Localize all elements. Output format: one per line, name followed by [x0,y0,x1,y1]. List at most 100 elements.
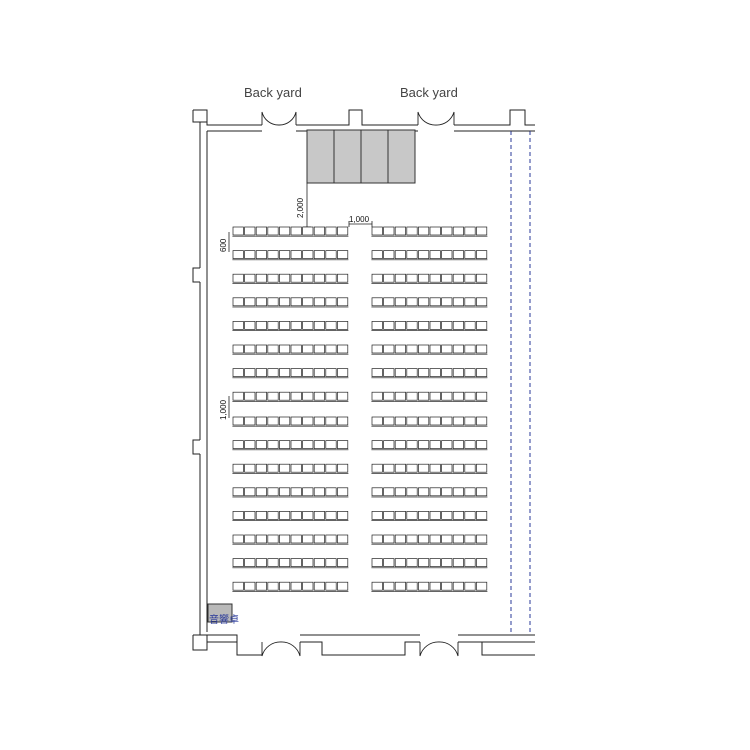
seat[interactable] [394,581,407,592]
seat[interactable] [313,297,326,308]
seat[interactable] [267,440,279,451]
seat[interactable] [383,344,395,355]
seat[interactable] [383,463,395,474]
seat[interactable] [464,226,476,237]
seat[interactable] [290,273,302,284]
seat[interactable] [464,581,476,592]
seat[interactable] [452,487,465,498]
seat[interactable] [475,581,488,592]
seat[interactable] [475,226,488,237]
seat[interactable] [464,558,476,569]
seat[interactable] [232,534,244,545]
seat[interactable] [383,368,395,379]
seat[interactable] [325,391,337,402]
seat[interactable] [255,487,268,498]
seat[interactable] [475,463,488,474]
seat[interactable] [452,511,465,521]
seat[interactable] [429,511,441,521]
seat[interactable] [302,558,314,569]
seat[interactable] [452,534,465,545]
seat[interactable] [232,416,244,427]
seat[interactable] [394,250,407,261]
seat[interactable] [441,297,453,308]
seat[interactable] [406,558,418,569]
seat[interactable] [429,368,441,379]
seat[interactable] [267,344,279,355]
seat[interactable] [429,440,441,451]
seat[interactable] [383,440,395,451]
seat[interactable] [267,487,279,498]
seat[interactable] [290,391,302,402]
seat[interactable] [371,321,383,331]
seat[interactable] [406,250,418,261]
seat[interactable] [417,487,430,498]
seat[interactable] [290,226,302,237]
seat[interactable] [244,344,256,355]
seat[interactable] [336,391,349,402]
seat[interactable] [429,297,441,308]
seat[interactable] [452,344,465,355]
seat[interactable] [464,511,476,521]
seat[interactable] [325,511,337,521]
seat[interactable] [244,558,256,569]
seat[interactable] [464,487,476,498]
seat[interactable] [302,391,314,402]
seat[interactable] [244,440,256,451]
seat[interactable] [441,344,453,355]
seat[interactable] [417,440,430,451]
seat[interactable] [429,250,441,261]
seat[interactable] [244,534,256,545]
seat[interactable] [290,534,302,545]
seat[interactable] [429,463,441,474]
seat[interactable] [383,487,395,498]
seat[interactable] [255,250,268,261]
seat[interactable] [313,416,326,427]
seat[interactable] [441,463,453,474]
seat[interactable] [302,440,314,451]
seat[interactable] [406,321,418,331]
seat[interactable] [452,558,465,569]
seat[interactable] [290,487,302,498]
seat[interactable] [371,558,383,569]
seat[interactable] [371,391,383,402]
seat[interactable] [255,344,268,355]
seat[interactable] [383,273,395,284]
door-top-2a[interactable] [417,111,437,126]
seat[interactable] [325,273,337,284]
seat[interactable] [232,297,244,308]
seat[interactable] [429,534,441,545]
seat[interactable] [452,226,465,237]
seat[interactable] [278,250,291,261]
seat[interactable] [394,511,407,521]
seat[interactable] [452,581,465,592]
seat[interactable] [464,416,476,427]
seat[interactable] [406,534,418,545]
seat[interactable] [475,368,488,379]
seat[interactable] [255,391,268,402]
seat[interactable] [336,534,349,545]
seat[interactable] [325,344,337,355]
seat[interactable] [313,391,326,402]
seat[interactable] [267,321,279,331]
seat[interactable] [417,534,430,545]
seat[interactable] [244,297,256,308]
door-bottom-2a[interactable] [419,641,440,657]
seat[interactable] [371,273,383,284]
seat[interactable] [441,321,453,331]
seat[interactable] [406,391,418,402]
seat[interactable] [452,250,465,261]
seat[interactable] [406,440,418,451]
seat[interactable] [464,273,476,284]
seat[interactable] [313,534,326,545]
seat[interactable] [290,463,302,474]
seat[interactable] [278,534,291,545]
seat[interactable] [244,511,256,521]
seat[interactable] [475,416,488,427]
seat[interactable] [336,440,349,451]
seat[interactable] [383,511,395,521]
seat[interactable] [255,511,268,521]
seat[interactable] [336,463,349,474]
seat[interactable] [417,581,430,592]
seat[interactable] [441,511,453,521]
seat[interactable] [417,511,430,521]
